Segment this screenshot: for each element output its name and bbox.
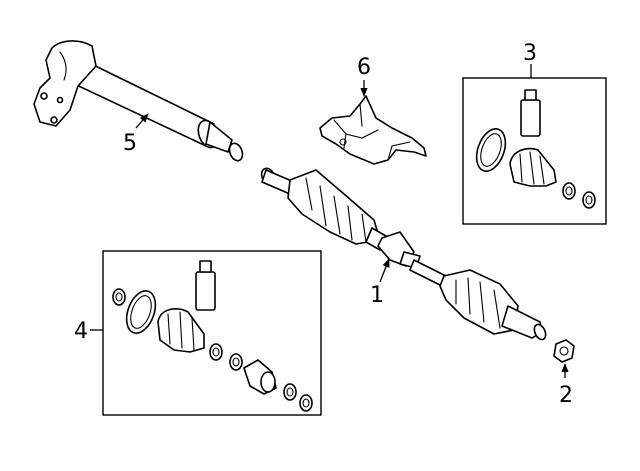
callout-3: 3 — [523, 41, 537, 66]
outer-boot-kit-box-3 — [462, 77, 607, 225]
grease-tube-icon — [520, 89, 541, 137]
callout-2: 2 — [559, 383, 573, 408]
inner-boot-kit-box-4 — [102, 250, 322, 416]
hub-nut-part-2[interactable] — [553, 339, 575, 363]
axle-shaft-part-1[interactable] — [259, 166, 548, 341]
heat-shield-part-6[interactable] — [319, 95, 427, 165]
inner-boot-kit-part-4[interactable] — [112, 260, 313, 412]
callout-4: 4 — [74, 319, 88, 344]
leader-line-1 — [379, 258, 390, 283]
outer-boot-kit-part-3[interactable] — [471, 89, 596, 209]
intermediate-shaft-part-5[interactable] — [33, 40, 245, 163]
callout-6: 6 — [357, 55, 371, 80]
callout-1: 1 — [370, 283, 384, 308]
callout-5: 5 — [123, 131, 137, 156]
leader-line-5 — [135, 113, 149, 129]
grease-tube-icon — [195, 260, 216, 311]
